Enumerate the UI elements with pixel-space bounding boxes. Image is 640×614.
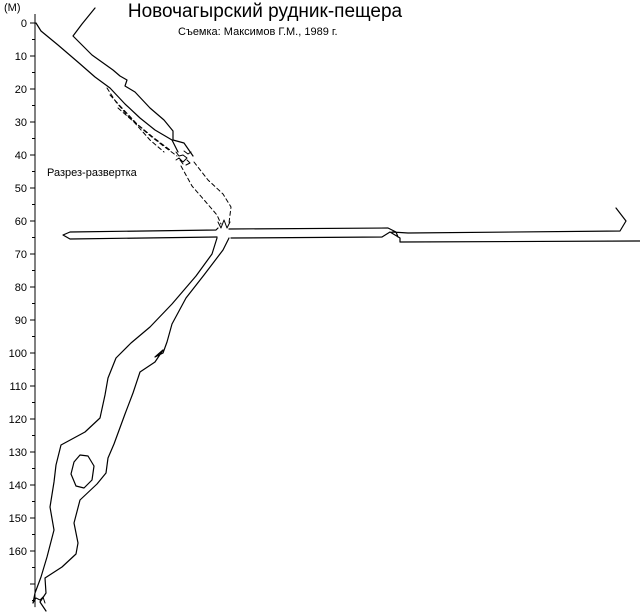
depth-tick-label: 70 [15, 249, 27, 261]
depth-tick-label: 110 [9, 381, 27, 393]
depth-tick-label: 40 [15, 150, 27, 162]
depth-tick-label: 120 [9, 414, 27, 426]
horizontal-gallery [62, 207, 640, 243]
depth-tick-label: 0 [21, 18, 27, 30]
lower-cave-right-wall [39, 237, 230, 612]
upper-shaft-left-wall [35, 22, 179, 153]
depth-unit-label: (M) [4, 2, 21, 14]
rock-pillar [70, 454, 95, 489]
depth-tick-label: 160 [9, 546, 27, 558]
depth-axis: 0 10 20 30 40 50 60 70 80 90 100 110 120 130 140 150 160 [9, 14, 36, 608]
depth-tick-label: 90 [15, 315, 27, 327]
lower-cave-left-wall [32, 237, 218, 604]
breakdown-gallery [217, 219, 231, 229]
depth-tick-label: 50 [15, 183, 27, 195]
page-title: Новочагырский рудник-пещера [127, 1, 403, 22]
depth-tick-label: 30 [15, 117, 27, 129]
depth-tick-label: 10 [15, 51, 27, 63]
depth-tick-label: 150 [9, 513, 27, 525]
depth-tick-label: 140 [9, 480, 27, 492]
upper-shaft-right-wall [72, 7, 194, 157]
depth-tick-label: 130 [9, 447, 27, 459]
depth-tick-label: 60 [15, 216, 27, 228]
section-label: Разрез-развертка [47, 167, 137, 179]
breakdown-upper [175, 150, 192, 166]
depth-tick-label: 80 [15, 282, 27, 294]
depth-tick-label: 100 [9, 348, 27, 360]
breakdown-bottom [32, 596, 46, 604]
dashed-passages [106, 87, 232, 225]
survey-credit: Съемка: Максимов Г.М., 1989 г. [178, 26, 338, 38]
depth-tick-label: 20 [15, 84, 27, 96]
